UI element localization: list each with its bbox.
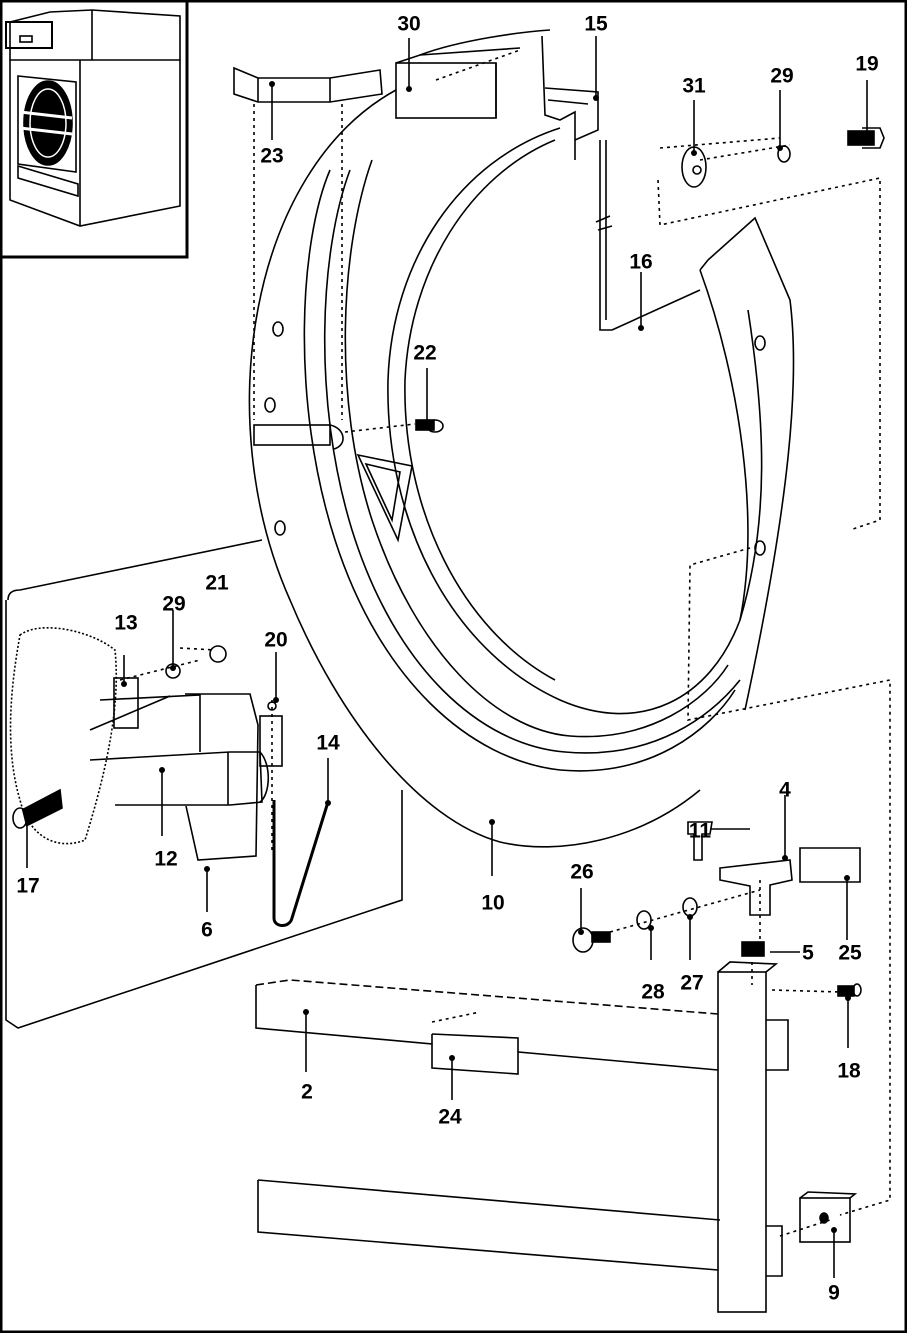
callout-11: 11 xyxy=(688,819,712,843)
callout-12: 12 xyxy=(154,847,178,871)
handle-assembly xyxy=(5,539,403,1029)
leader-lines xyxy=(26,36,868,1278)
hinge-pin-block xyxy=(253,419,444,450)
callout-31: 31 xyxy=(682,74,706,98)
top-parts xyxy=(233,29,701,331)
callout-16: 16 xyxy=(629,250,653,274)
hinge-cover-shape xyxy=(233,66,383,103)
hinge-arm-frame xyxy=(255,961,858,1313)
door-ring xyxy=(248,89,795,848)
callout-17: 17 xyxy=(16,874,40,898)
callout-23: 23 xyxy=(260,144,284,168)
leader-dots xyxy=(24,81,851,1233)
callout-25: 25 xyxy=(838,941,862,965)
callout-13: 13 xyxy=(114,611,138,635)
callout-19: 19 xyxy=(855,52,879,76)
callout-22: 22 xyxy=(413,341,437,365)
callout-21: 21 xyxy=(205,571,229,595)
callout-2: 2 xyxy=(301,1080,313,1104)
callout-29-top: 29 xyxy=(770,64,794,88)
lower-hardware xyxy=(572,821,862,997)
callout-14: 14 xyxy=(316,731,340,755)
callout-28: 28 xyxy=(641,980,665,1004)
callout-27: 27 xyxy=(680,971,704,995)
callout-20: 20 xyxy=(264,628,288,652)
callout-26: 26 xyxy=(570,860,594,884)
top-right-hardware xyxy=(681,127,885,188)
callout-4: 4 xyxy=(779,778,791,802)
callout-24: 24 xyxy=(438,1105,462,1129)
callout-6: 6 xyxy=(201,918,213,942)
callout-15: 15 xyxy=(584,12,608,36)
callout-5: 5 xyxy=(802,941,814,965)
inset-machine-overview xyxy=(0,0,189,259)
callout-18: 18 xyxy=(837,1059,861,1083)
callout-29-handle: 29 xyxy=(162,592,186,616)
callout-30: 30 xyxy=(397,12,421,36)
callout-9: 9 xyxy=(828,1281,840,1305)
callout-10: 10 xyxy=(481,891,505,915)
